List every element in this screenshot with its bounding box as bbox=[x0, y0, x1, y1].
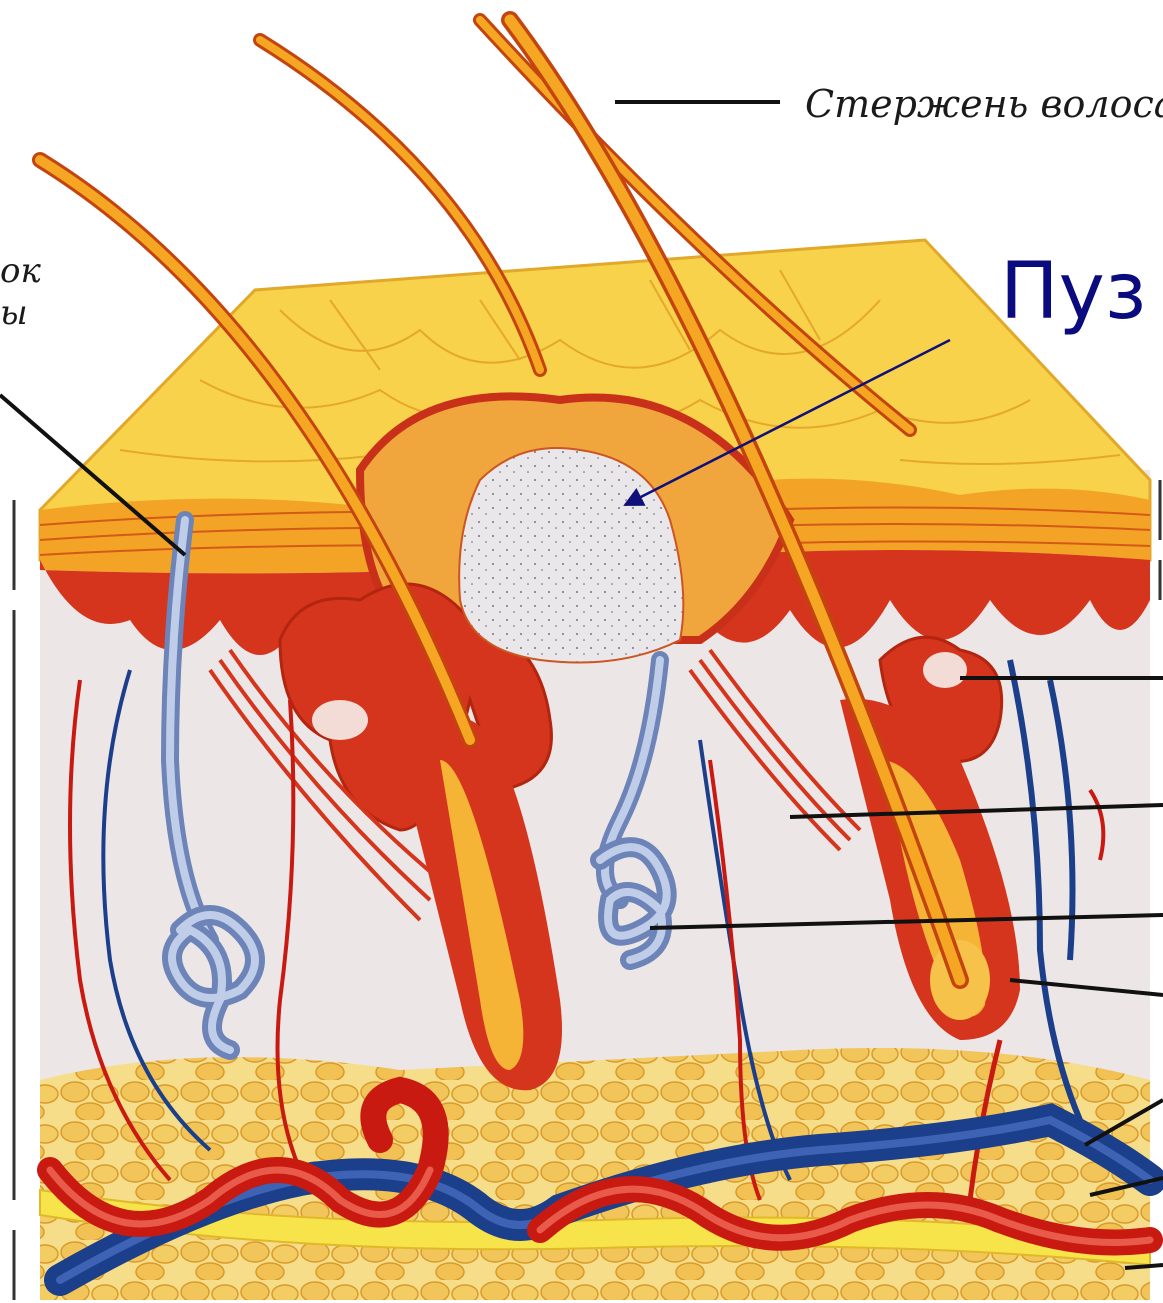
label-blister: Пуз bbox=[1000, 247, 1146, 337]
label-left-cut-top: ок bbox=[0, 251, 41, 291]
subcutaneous-fat bbox=[40, 1048, 1150, 1300]
label-left-cut-bottom: ы bbox=[0, 293, 28, 333]
label-hair-shaft: Стержень волоса bbox=[805, 82, 1163, 126]
